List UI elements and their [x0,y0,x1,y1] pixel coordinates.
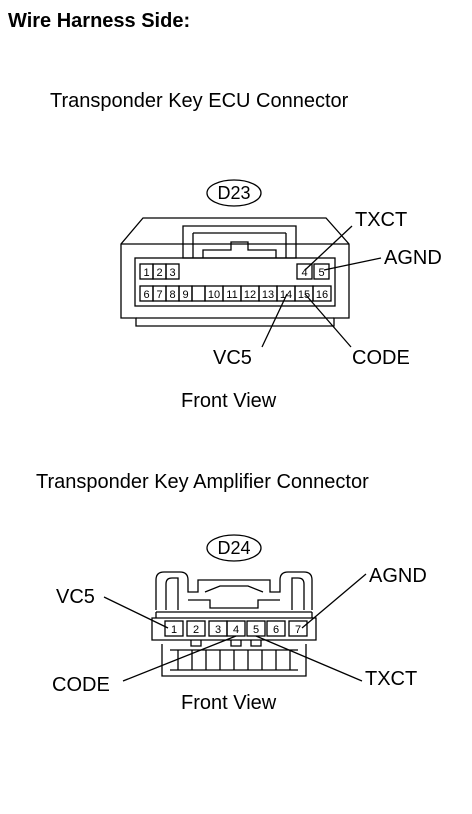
ecu-pin-15: 15 [298,289,310,301]
ecu-pin-area [134,257,336,307]
ecu-pin-11: 11 [226,289,237,301]
amplifier-code-leader [122,635,237,682]
amplifier-pin-row: 1 2 3 4 5 6 7 [164,620,308,637]
amplifier-bottom-comb [161,644,307,677]
ecu-label-txct: TXCT [355,209,407,231]
ecu-pin-2: 2 [156,267,162,279]
amplifier-label-code: CODE [52,674,110,696]
ecu-txct-leader [304,225,353,271]
amplifier-pin-1: 1 [171,624,177,636]
amplifier-pin-6: 6 [273,624,279,636]
amplifier-connector-id-oval [206,534,262,562]
amplifier-pin-5: 5 [253,624,259,636]
ecu-code-leader [304,293,352,348]
ecu-pin-6: 6 [143,289,149,301]
ecu-label-code: CODE [352,347,410,369]
amplifier-pin-area [151,617,317,641]
ecu-pin-8: 8 [169,289,175,301]
ecu-pin-10: 10 [208,289,220,301]
ecu-pin-7: 7 [156,289,162,301]
ecu-pin-3: 3 [169,267,175,279]
ecu-pin-12: 12 [244,289,256,301]
ecu-pin-1: 1 [143,267,149,279]
ecu-label-agnd: AGND [384,247,442,269]
amplifier-pin-2: 2 [193,624,199,636]
ecu-label-vc5: VC5 [213,347,252,369]
amplifier-connector: D24 1 2 3 4 5 6 7 [52,534,427,696]
ecu-pin-13: 13 [262,289,274,301]
ecu-connector: D23 1 2 3 4 5 6 7 [120,179,442,369]
amplifier-connector-housing [155,571,313,610]
amplifier-connector-title: Transponder Key Amplifier Connector [36,471,369,493]
ecu-pin-row-bottom: 6 7 8 9 10 11 12 13 14 15 16 [139,285,332,302]
ecu-vc5-leader [261,293,288,348]
ecu-agnd-leader [323,257,382,271]
amplifier-txct-leader [255,635,363,682]
amplifier-front-view-label: Front View [181,692,277,714]
ecu-pin-5: 5 [318,267,324,279]
ecu-connector-title: Transponder Key ECU Connector [50,90,349,112]
amplifier-connector-id: D24 [217,538,250,558]
ecu-pin-9: 9 [182,289,188,301]
ecu-connector-id-oval [206,179,262,207]
ecu-connector-id: D23 [217,183,250,203]
amplifier-pin-7: 7 [295,624,301,636]
amplifier-label-vc5: VC5 [56,586,95,608]
ecu-pin-row-top: 1 2 3 4 5 [139,263,330,280]
amplifier-agnd-leader [301,573,367,629]
ecu-front-view-label: Front View [181,390,277,412]
amplifier-pin-4: 4 [233,624,239,636]
amplifier-pin-3: 3 [215,624,221,636]
amplifier-label-txct: TXCT [365,668,417,690]
amplifier-vc5-leader [103,596,169,629]
amplifier-label-agnd: AGND [369,565,427,587]
ecu-pin-4: 4 [301,267,307,279]
ecu-connector-housing [120,217,350,327]
section-heading: Wire Harness Side: [8,10,191,32]
ecu-pin-16: 16 [316,289,328,301]
